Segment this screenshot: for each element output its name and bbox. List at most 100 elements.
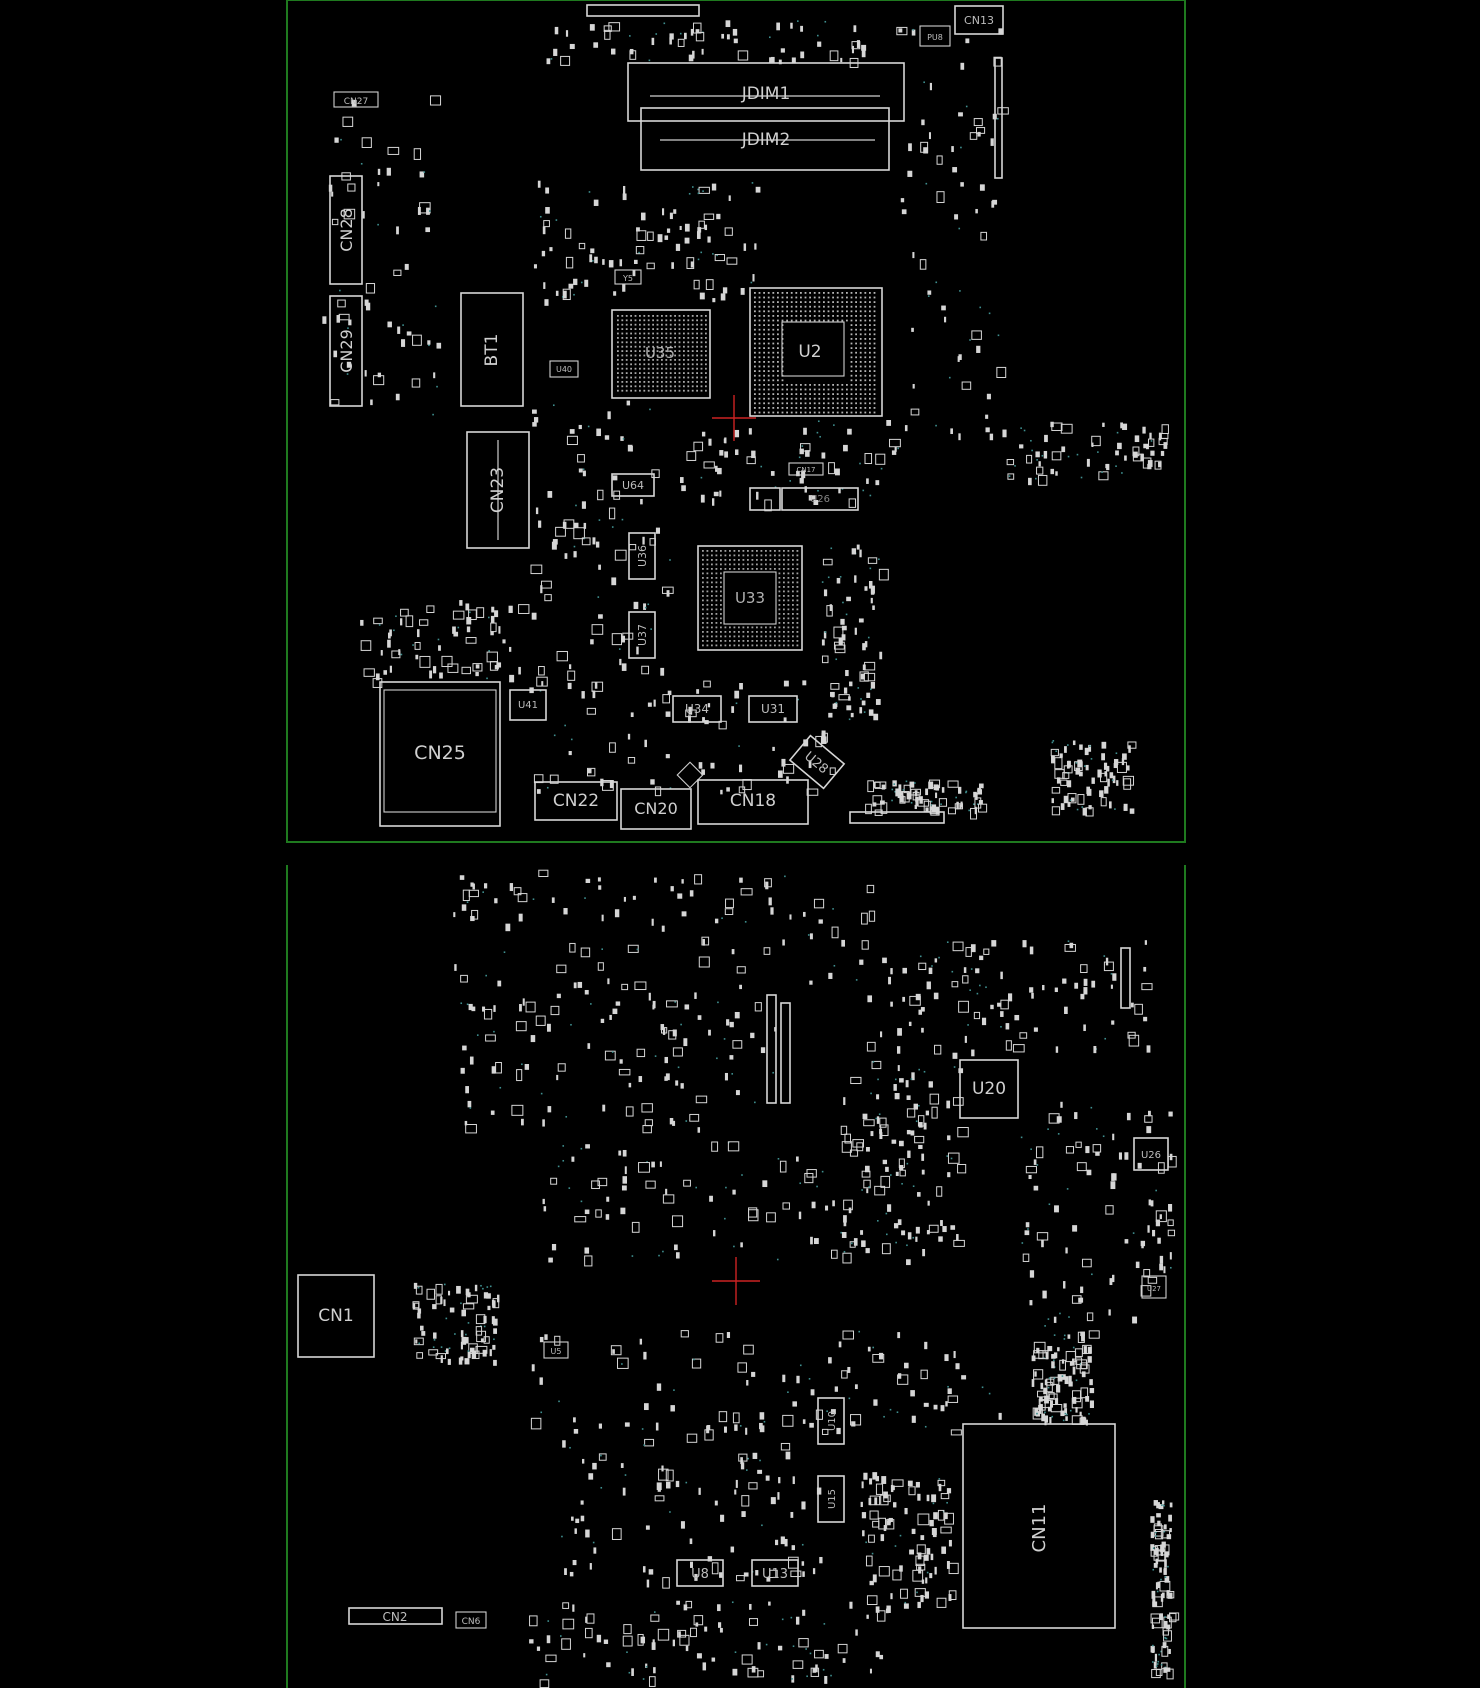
smd-pad [432,666,437,674]
bga-ball [720,622,722,624]
bga-ball [778,626,781,629]
smd-pad [849,1601,853,1609]
smd-pad [1036,1347,1040,1353]
smd-pad [489,1285,492,1288]
smd-pad [831,1249,838,1259]
smd-pad [910,408,920,416]
bga-ball [687,363,690,366]
smd-pad [927,295,930,297]
bga-ball [855,361,857,363]
bga-ball [687,372,690,374]
smd-pad [598,885,602,890]
bga-ball [818,315,821,317]
smd-pad [621,1363,623,1365]
bga-ball [665,345,668,348]
smd-pad [595,1209,602,1218]
bga-ball [873,388,876,391]
smd-pad [726,1019,730,1026]
smd-pad [425,227,431,233]
smd-pad [654,786,662,797]
smd-pad [1047,1345,1053,1352]
smd-pad [387,639,391,648]
smd-pad [561,1638,571,1650]
smd-pad [856,544,860,550]
smd-pad [517,893,528,903]
bga-ball [763,301,765,303]
smd-pad [592,690,596,699]
smd-pad [636,948,639,951]
bga-ball [869,333,871,336]
bga-ball [756,554,758,557]
smd-pad [538,869,549,878]
smd-pad [931,804,937,813]
bga-ball [777,347,779,349]
bga-ball [747,640,749,642]
bga-ball [869,301,871,303]
smd-pad [973,791,977,798]
bga-ball [656,315,659,317]
smd-pad [642,1678,645,1680]
smd-pad [619,259,623,267]
smd-pad [902,789,905,791]
bga-ball [625,323,628,326]
smd-pad [799,477,804,484]
smd-pad [816,431,819,434]
smd-pad [677,1066,680,1069]
bga-ball [652,372,654,374]
bga-ball [869,356,871,359]
smd-pad [850,1414,862,1426]
bga-ball [696,385,698,388]
smd-pad [1063,1338,1066,1340]
smd-pad [432,1304,437,1310]
smd-pad [360,640,372,651]
smd-pad [1072,740,1076,746]
smd-pad [991,200,995,208]
smd-pad [1033,1341,1046,1354]
smd-pad [958,433,961,441]
smd-pad [417,629,420,638]
bga-ball [700,315,703,317]
smd-pad [581,501,586,509]
bga-ball [729,554,731,557]
u64-chip: U64 [611,473,655,497]
smd-pad [619,658,622,666]
bga-ball [702,608,704,611]
smd-pad [562,1159,565,1162]
smd-pad [1110,973,1113,975]
smd-pad [1135,1261,1140,1269]
bga-ball [859,361,862,363]
bga-ball [777,301,779,303]
smd-pad [839,576,842,578]
bga-ball [873,342,876,345]
u13-chip: U13 [751,1559,799,1587]
bga-ball [729,635,731,638]
smd-pad [1165,1637,1168,1640]
smd-pad [719,1627,723,1633]
bga-ball [763,342,765,345]
bga-ball [767,379,770,382]
bga-ball [786,397,788,400]
smd-pad [564,228,572,239]
bga-ball [864,319,867,322]
cn25-label: CN25 [414,742,466,764]
bga-ball [783,590,785,593]
bga-ball [787,581,790,584]
smd-pad [540,1411,543,1414]
bga-ball [763,361,765,363]
smd-pad [805,450,810,457]
smd-pad [632,269,636,277]
bga-ball [777,384,779,386]
smd-pad [598,519,601,521]
bga-ball [859,402,862,405]
smd-pad [1036,1164,1039,1166]
smd-pad [973,1011,981,1020]
smd-pad [1031,449,1033,452]
smd-pad [677,1629,687,1638]
bga-ball [724,631,727,633]
bga-ball [783,586,785,588]
bga-ball [647,367,650,370]
smd-pad [465,637,477,644]
bga-ball [864,384,867,386]
cn1-connector: CN1 [297,1274,375,1358]
smd-pad [555,526,566,537]
